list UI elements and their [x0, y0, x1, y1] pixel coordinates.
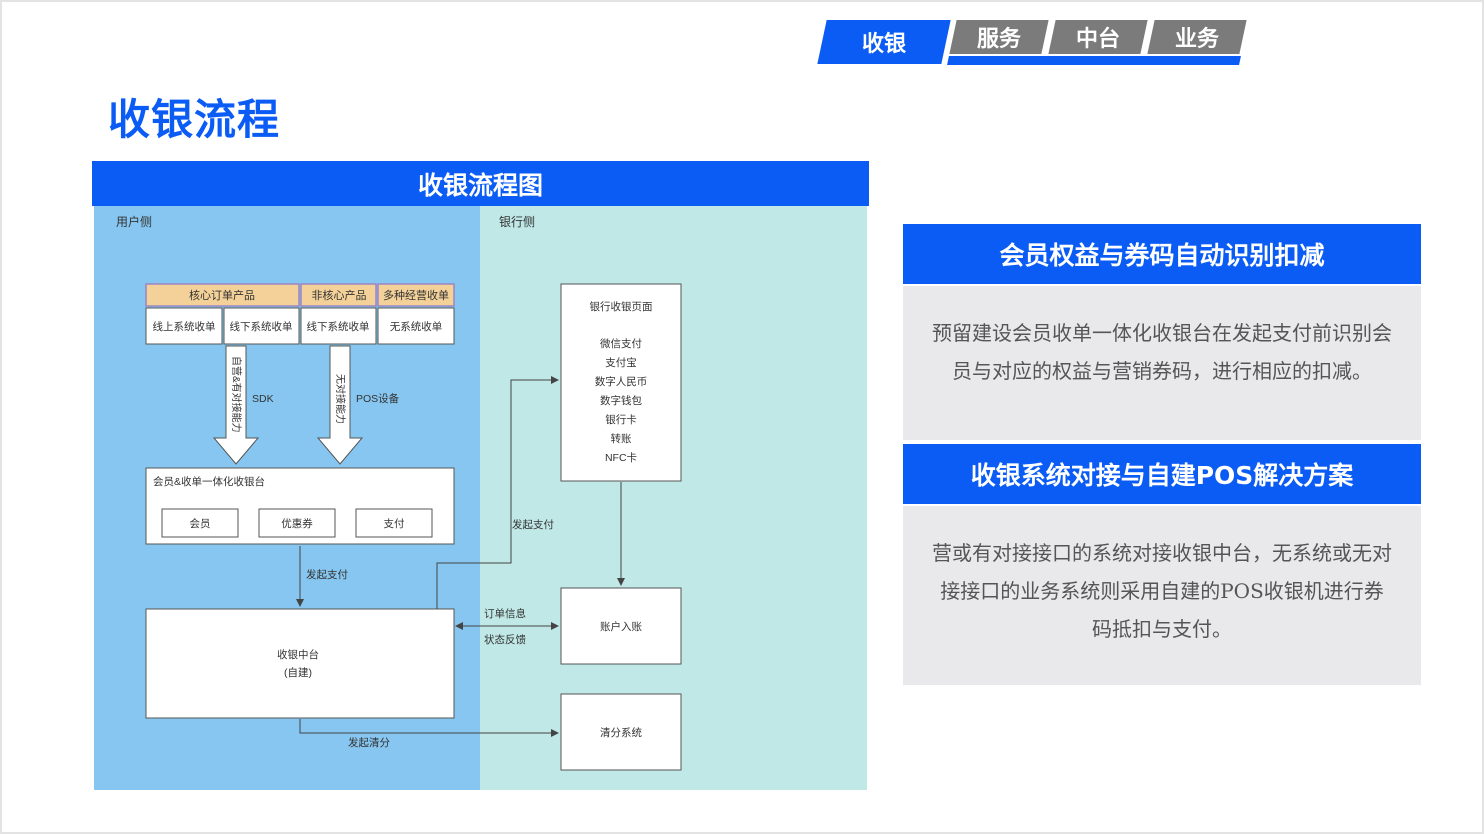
- checkout-item-member-label: 会员: [190, 517, 211, 530]
- page-title: 收银流程: [108, 95, 281, 144]
- bank-page-box: [560, 283, 682, 482]
- bank-page-title: 银行收银页面: [590, 300, 653, 313]
- cashier-center-box: [145, 608, 455, 719]
- tab-middle-platform[interactable]: 中台: [1048, 20, 1148, 54]
- system-box-none: [377, 307, 455, 345]
- flow-label-pay-1: 发起支付: [306, 568, 348, 581]
- flow-label-status-feedback: 状态反馈: [484, 633, 526, 646]
- pay-method-card: 银行卡: [605, 413, 637, 426]
- diagram-title: 收银流程图: [92, 161, 869, 206]
- user-lane-label: 用户侧: [116, 214, 152, 229]
- panel-title-member-benefits: 会员权益与券码自动识别扣减: [903, 224, 1421, 284]
- arrow-label-pos: POS设备: [356, 392, 400, 405]
- sdk-big-arrow: [212, 345, 260, 465]
- checkout-item-coupon: [258, 508, 336, 538]
- system-label-online: 线上系统收单: [153, 320, 216, 333]
- product-group-multi-label: 多种经营收单: [383, 288, 449, 302]
- checkout-counter-title: 会员&收单一体化收银台: [153, 475, 265, 488]
- account-entry-label: 账户入账: [600, 620, 642, 633]
- system-label-offline-2: 线下系统收单: [307, 320, 370, 333]
- pay-method-wallet: 数字钱包: [600, 394, 642, 407]
- product-group-core-label: 核心订单产品: [189, 288, 255, 302]
- product-group-noncore-label: 非核心产品: [312, 288, 367, 302]
- product-group-noncore: [300, 283, 377, 307]
- clearing-system-label: 清分系统: [600, 726, 642, 739]
- pos-big-arrow: [316, 345, 364, 465]
- system-label-offline-1: 线下系统收单: [230, 320, 293, 333]
- panel-line: 预留建设会员收单一体化收银台在发起支付前识别会: [932, 321, 1392, 345]
- arrow-label-no-integration: 无对接能力: [334, 374, 347, 424]
- checkout-item-coupon-label: 优惠券: [281, 517, 313, 530]
- checkout-item-pay: [355, 508, 433, 538]
- tab-business[interactable]: 业务: [1147, 20, 1247, 54]
- tab-service[interactable]: 服务: [949, 20, 1049, 54]
- panel-line: 接接口的业务系统则采用自建的POS收银机进行券: [940, 579, 1384, 603]
- tab-cashier[interactable]: 收银: [817, 20, 951, 64]
- system-box-offline-1: [223, 307, 300, 345]
- panel-line: 码抵扣与支付。: [1092, 617, 1232, 641]
- flow-arrow-pay-to-bank: [436, 376, 559, 609]
- system-box-offline-2: [300, 307, 377, 345]
- panel-line: 营或有对接接口的系统对接收银中台，无系统或无对: [932, 541, 1392, 565]
- cashier-center-title: 收银中台: [277, 648, 319, 661]
- product-group-core: [145, 283, 300, 307]
- system-label-none: 无系统收单: [390, 320, 443, 333]
- pay-method-transfer: 转账: [611, 432, 632, 445]
- cashier-center-subtitle: (自建): [284, 666, 312, 679]
- account-entry-box: [560, 587, 682, 665]
- checkout-item-pay-label: 支付: [384, 517, 405, 530]
- tab-underline: [947, 56, 1241, 65]
- flow-label-order-info: 订单信息: [484, 607, 526, 620]
- arrow-label-sdk: SDK: [252, 393, 274, 405]
- panel-body-member-benefits: 预留建设会员收单一体化收银台在发起支付前识别会 员与对应的权益与营销券码，进行相…: [903, 286, 1421, 440]
- product-group-multi: [377, 283, 455, 307]
- flow-label-pay-2: 发起支付: [512, 518, 554, 531]
- bank-lane-label: 银行侧: [499, 215, 535, 229]
- system-box-online: [145, 307, 223, 345]
- arrow-label-self-operated: 自营&有对接能力: [230, 356, 243, 433]
- pay-method-ecny: 数字人民币: [595, 375, 648, 388]
- panel-line: 员与对应的权益与营销券码，进行相应的扣减。: [952, 359, 1372, 383]
- panel-title-pos-solution: 收银系统对接与自建POS解决方案: [903, 444, 1421, 504]
- pay-method-nfc: NFC卡: [605, 451, 637, 464]
- clearing-system-box: [560, 693, 682, 771]
- pay-method-alipay: 支付宝: [605, 356, 637, 369]
- flow-label-clearing: 发起清分: [348, 736, 390, 749]
- flow-diagram: 用户侧 银行侧 核心订单产品 非核心产品 多种经营收单 线上系统收单 线下系统收…: [94, 206, 867, 790]
- pay-method-wechat: 微信支付: [600, 337, 642, 350]
- panel-body-pos-solution: 营或有对接接口的系统对接收银中台，无系统或无对 接接口的业务系统则采用自建的PO…: [903, 506, 1421, 685]
- flow-arrow-clearing: [299, 719, 559, 737]
- checkout-item-member: [161, 508, 239, 538]
